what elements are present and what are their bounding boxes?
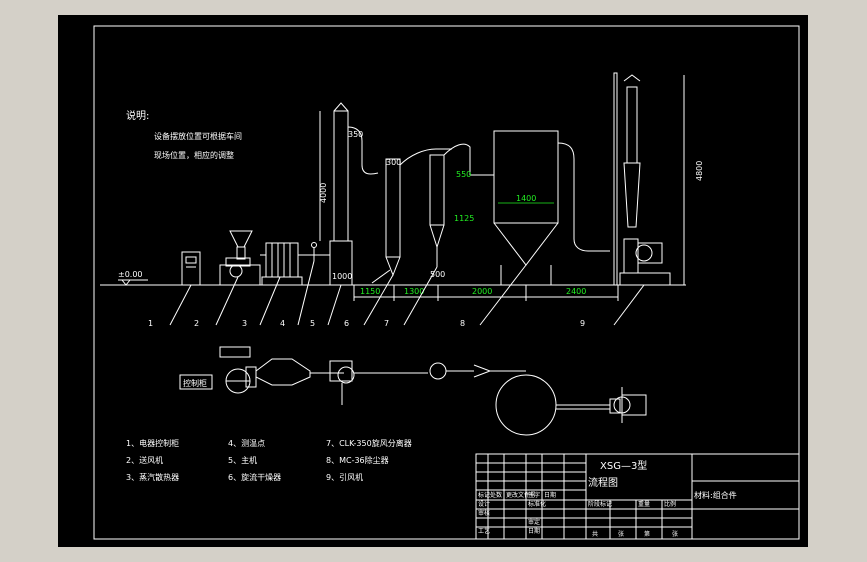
plan-view: 控制柜 bbox=[179, 346, 647, 436]
legend-7: 7、CLK-350旋风分离器 bbox=[326, 438, 412, 448]
cyclone-separator bbox=[429, 143, 471, 267]
dim-300: 300 bbox=[386, 158, 401, 167]
tb-cell: 更改文件号 bbox=[506, 491, 536, 499]
legend-9: 9、引风机 bbox=[326, 472, 363, 482]
notes-line-2: 现场位置，相应的调整 bbox=[154, 150, 234, 160]
dim-1400: 1400 bbox=[516, 194, 536, 203]
tb-cell: 张 bbox=[672, 530, 678, 538]
dust-collector bbox=[470, 130, 610, 285]
dim-550: 550 bbox=[456, 170, 471, 179]
plan-control-cabinet-box bbox=[179, 374, 213, 390]
callout-8: 8 bbox=[460, 319, 465, 328]
cyclone-dryer bbox=[371, 148, 452, 284]
dim-1150: 1150 bbox=[360, 287, 380, 296]
dim-500: 500 bbox=[430, 270, 445, 279]
equipment-legend: 1、电器控制柜 4、测温点 7、CLK-350旋风分离器 2、送风机 5、主机 … bbox=[126, 438, 412, 482]
drawing-name: XSG—3型 bbox=[600, 459, 647, 472]
callout-3: 3 bbox=[242, 319, 247, 328]
legend-8: 8、MC-36除尘器 bbox=[326, 455, 389, 465]
temperature-point bbox=[311, 242, 317, 261]
steam-radiator bbox=[260, 242, 312, 286]
dim-1000: 1000 bbox=[332, 272, 352, 281]
blower bbox=[219, 230, 261, 286]
callout-7: 7 bbox=[384, 319, 389, 328]
callout-4: 4 bbox=[280, 319, 285, 328]
tb-cell: 重量 bbox=[638, 500, 650, 508]
tb-cell: 审核 bbox=[478, 509, 490, 517]
notes-heading: 说明: bbox=[126, 109, 149, 122]
legend-1: 1、电器控制柜 bbox=[126, 438, 179, 448]
tb-cell: 比例 bbox=[664, 500, 676, 508]
process-flow-drawing: 说明: 设备摆放位置可根据车间 现场位置，相应的调整 ±0.00 bbox=[93, 25, 800, 540]
tb-cell: 共 bbox=[592, 530, 598, 538]
callout-6: 6 bbox=[344, 319, 349, 328]
tb-cell: 处数 bbox=[490, 491, 502, 499]
dim-2000: 2000 bbox=[472, 287, 492, 296]
dim-2400: 2400 bbox=[566, 287, 586, 296]
tb-cell: 日期 bbox=[528, 527, 540, 535]
dim-4000: 4000 bbox=[319, 183, 328, 203]
notes-line-1: 设备摆放位置可根据车间 bbox=[154, 131, 242, 141]
drawing-border bbox=[93, 25, 800, 540]
legend-2: 2、送风机 bbox=[126, 455, 163, 465]
tb-cell: 阶段标记 bbox=[588, 500, 612, 508]
legend-4: 4、测温点 bbox=[228, 439, 265, 448]
dim-4800: 4800 bbox=[695, 161, 704, 181]
dim-1125: 1125 bbox=[454, 214, 474, 223]
tb-cell: 签字 bbox=[528, 491, 540, 499]
callout-9: 9 bbox=[580, 319, 585, 328]
tb-cell: 审定 bbox=[528, 518, 540, 526]
tb-cell: 标准化 bbox=[528, 500, 546, 508]
plan-control-cabinet-label: 控制柜 bbox=[183, 378, 207, 388]
tb-cell: 工艺 bbox=[478, 527, 490, 535]
callout-5: 5 bbox=[310, 319, 315, 328]
callouts: 1 2 3 4 5 6 7 8 9 bbox=[148, 260, 645, 328]
legend-3: 3、蒸汽散热器 bbox=[126, 472, 179, 482]
dim-350: 350 bbox=[348, 130, 363, 139]
drawing-title: 流程图 bbox=[588, 476, 618, 489]
ground-level-label: ±0.00 bbox=[118, 270, 143, 279]
dimension-lines: 4000 4800 350 300 550 1125 1400 1000 500… bbox=[319, 75, 704, 301]
callout-1: 1 bbox=[148, 319, 153, 328]
tb-cell: 第 bbox=[644, 530, 650, 538]
title-block: XSG—3型 流程图 材料:组合件 标记 处数 更改文件号 签字 日期 设计 标… bbox=[475, 453, 800, 540]
tb-cell: 设计 bbox=[478, 500, 490, 508]
induced-draft-fan bbox=[613, 72, 671, 286]
ground-level-mark: ±0.00 bbox=[118, 270, 148, 286]
drawing-sheet: 说明: 设备摆放位置可根据车间 现场位置，相应的调整 ±0.00 bbox=[58, 15, 808, 547]
legend-5: 5、主机 bbox=[228, 455, 257, 465]
notes-block: 说明: 设备摆放位置可根据车间 现场位置，相应的调整 bbox=[126, 109, 242, 160]
dryer-tower bbox=[312, 102, 379, 286]
tb-cell: 张 bbox=[618, 530, 624, 538]
electric-control-cabinet bbox=[181, 251, 201, 286]
tb-cell: 标记 bbox=[478, 491, 490, 499]
dim-1300: 1300 bbox=[404, 287, 424, 296]
tb-cell: 日期 bbox=[544, 491, 556, 499]
legend-6: 6、旋流干燥器 bbox=[228, 472, 281, 482]
material-label: 材料:组合件 bbox=[694, 490, 737, 500]
callout-2: 2 bbox=[194, 319, 199, 328]
